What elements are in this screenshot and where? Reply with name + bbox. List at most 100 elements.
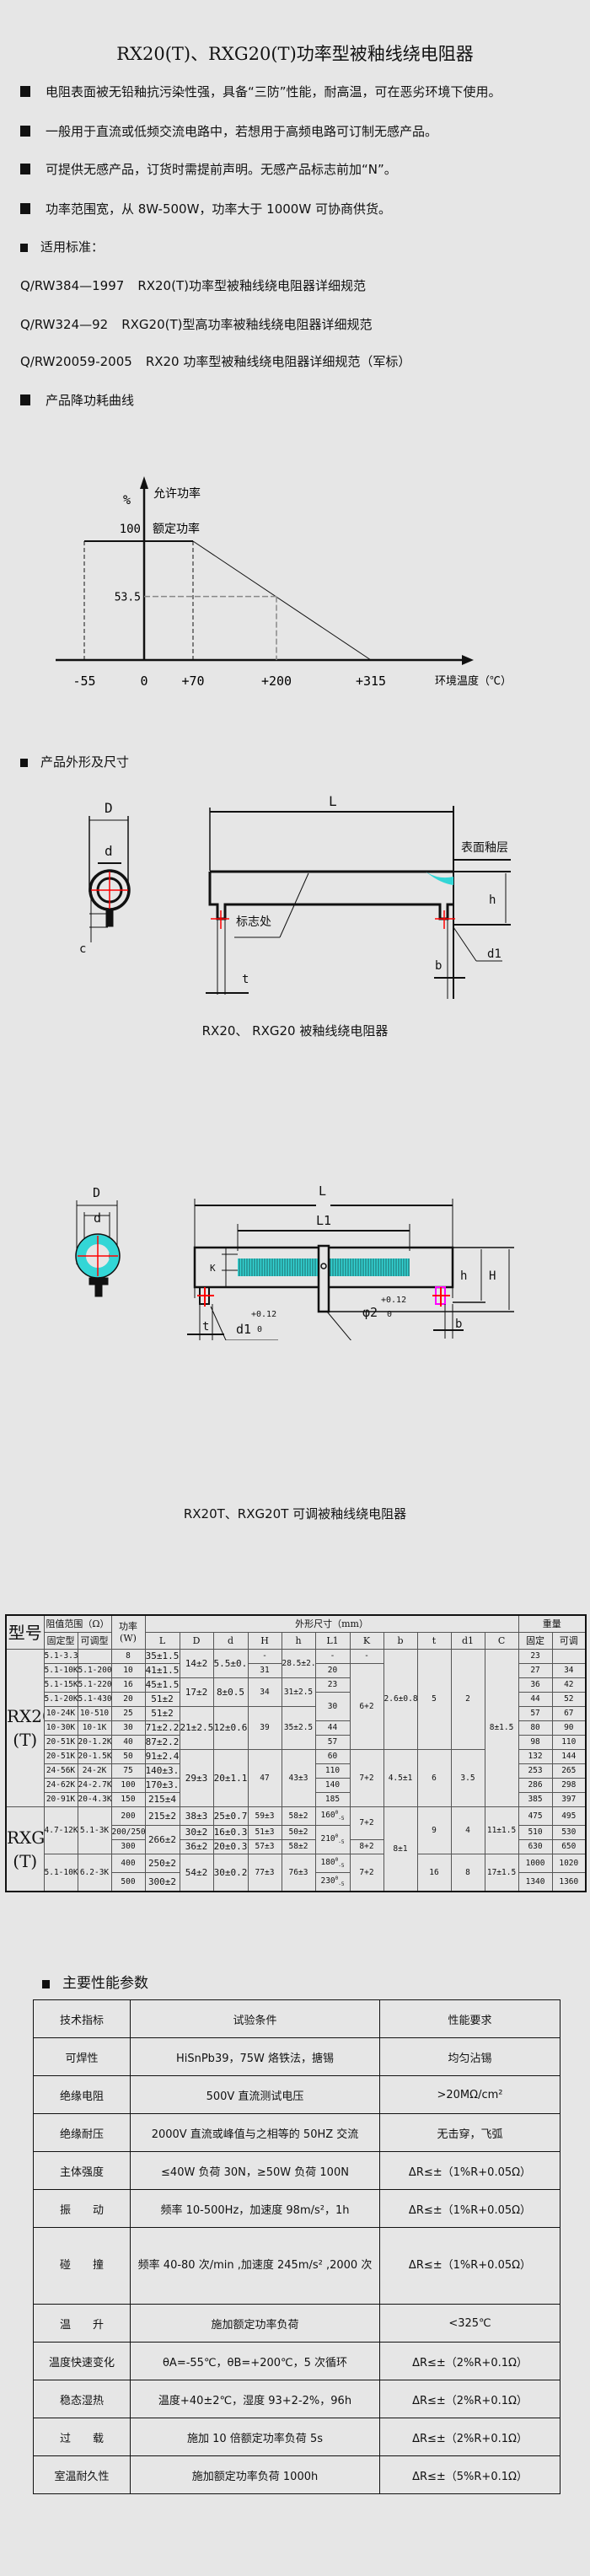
cell-h: 58±2 [281, 1806, 316, 1827]
header-model: 型号 [5, 1614, 45, 1650]
label-phi2-tolerance: +0.12 [381, 1296, 406, 1305]
cell-wf: 44 [518, 1692, 553, 1707]
cell-t: 6 [416, 1749, 452, 1807]
cell-requirement: 无击穿，飞弧 [379, 2113, 560, 2152]
x-tick-label: +70 [181, 674, 204, 689]
derating-heading-text: 产品降功耗曲线 [46, 393, 135, 408]
header-col-t: t [416, 1632, 452, 1650]
perf-heading: 主要性能参数 [42, 1971, 148, 1992]
cell-power: 20 [110, 1692, 146, 1707]
cell-requirement: ΔR≤±（1%R+0.05Ω） [379, 2151, 560, 2190]
cell-fixed: 20-91K [43, 1792, 78, 1807]
drawing1-caption: RX20、 RXG20 被釉线绕电阻器 [201, 1023, 389, 1038]
cell-requirement: ΔR≤±（1%R+0.05Ω） [379, 2189, 560, 2228]
cell-wf: 630 [518, 1839, 553, 1855]
cell-wa [551, 1649, 587, 1664]
cell-wa: 34 [551, 1663, 587, 1678]
cell-d1: 2 [450, 1649, 485, 1750]
cell-d: 5.5±0.5 [212, 1649, 249, 1678]
cell-indicator: 主体强度 [33, 2151, 131, 2190]
cell-condition: 温度+40±2℃，湿度 93+2-2%，96h [130, 2380, 380, 2418]
cell-D: 54±2 [179, 1854, 214, 1892]
cell-wa: 530 [551, 1825, 587, 1841]
cell-L: 215±2 [144, 1806, 180, 1827]
cell-L1: 2300-5 [314, 1872, 351, 1892]
header-fixed: 固定型 [43, 1632, 78, 1650]
label-t: t [202, 1320, 209, 1334]
cell-adj: 20-1.5K [77, 1749, 112, 1764]
cell-K: 7+2 [349, 1806, 384, 1841]
feature-text: 功率范围宽，从 8W-500W，功率大于 1000W 可协商供货。 [46, 201, 391, 217]
cell-power: 500 [110, 1872, 146, 1892]
cell-condition: 2000V 直流或峰值与之相等的 50HZ 交流 [130, 2113, 380, 2152]
cell-wf: 23 [518, 1649, 553, 1664]
cell-t: 16 [416, 1854, 452, 1892]
cell-fixed: 4.7-12K [43, 1806, 78, 1855]
label-phi2-zero: 0 [387, 1310, 392, 1319]
standards-heading: 适用标准： [20, 238, 104, 255]
cell-power: 10 [110, 1663, 146, 1678]
cell-h: 58±2 [281, 1839, 316, 1855]
feature-text: 一般用于直流或低频交流电路中，若想用于高频电路可订制无感产品。 [46, 124, 438, 139]
cell-h: 35±2.5 [281, 1706, 316, 1750]
standard-code: Q/RW324—92 [20, 317, 109, 332]
cell-H: - [247, 1649, 282, 1664]
cell-condition: 500V 直流测试电压 [130, 2075, 380, 2114]
cell-wa: 90 [551, 1720, 587, 1736]
cell-L: 51±2 [144, 1692, 180, 1707]
model-rx20: RX20(T) [5, 1649, 45, 1807]
cell-L1: 30 [314, 1692, 351, 1721]
cell-K: 7+2 [349, 1749, 384, 1807]
cell-d1: 4 [450, 1806, 485, 1855]
feature-item: 功率范围宽，从 8W-500W，功率大于 1000W 可协商供货。 [20, 200, 391, 217]
cell-condition: θA=-55℃，θB=+200℃，5 次循环 [130, 2342, 380, 2380]
rx20t-drawing: D d L L1 K h H b t d1 +0.12 0 [75, 1183, 514, 1340]
cell-H: 47 [247, 1749, 282, 1807]
cell-adj: 6.2-3K [77, 1854, 112, 1892]
cell-D: 14±2 [179, 1649, 214, 1678]
label-d1: d1 [236, 1322, 251, 1337]
cell-requirement: ΔR≤±（2%R+0.1Ω） [379, 2380, 560, 2418]
feature-item: 一般用于直流或低频交流电路中，若想用于高频电路可订制无感产品。 [20, 122, 437, 140]
cell-indicator: 振 动 [33, 2189, 131, 2228]
cell-L: 71±2.2 [144, 1720, 180, 1736]
y-axis-caption: 允许功率 [153, 486, 201, 501]
label-L1: L1 [316, 1213, 331, 1228]
cell-H: 39 [247, 1706, 282, 1750]
label-h: h [460, 1269, 467, 1283]
header-col-h: h [281, 1632, 316, 1650]
cell-L: 87±2.2 [144, 1735, 180, 1750]
front-view [187, 1199, 514, 1340]
cell-power: 40 [110, 1735, 146, 1750]
cell-L1: 2100-5 [314, 1825, 351, 1855]
header-weight-fixed: 固定 [518, 1632, 553, 1650]
cell-indicator: 过 载 [33, 2418, 131, 2456]
rated-power-label: 额定功率 [153, 522, 200, 536]
label-d: d [94, 1210, 101, 1226]
cell-H: 59±3 [247, 1806, 282, 1827]
bullet-icon [20, 203, 30, 214]
cell-adj: 24-2.7K [77, 1778, 112, 1793]
cell-fixed: 5.1-10K [43, 1854, 78, 1892]
cell-wf: 57 [518, 1706, 553, 1721]
cell-L1: 1800-5 [314, 1854, 351, 1874]
header-weight: 重量 [518, 1614, 587, 1633]
header-col-C: C [484, 1632, 519, 1650]
header-power-unit: (W) [120, 1632, 137, 1644]
cell-adj: 5.1-430 [77, 1692, 112, 1707]
cell-fixed: 20-51K [43, 1749, 78, 1764]
cell-wf: 80 [518, 1720, 553, 1736]
cell-wa: 397 [551, 1792, 587, 1807]
cell-L1: 185 [314, 1792, 351, 1807]
header-col-H: H [247, 1632, 282, 1650]
cell-requirement: ΔR≤±（2%R+0.1Ω） [379, 2342, 560, 2380]
